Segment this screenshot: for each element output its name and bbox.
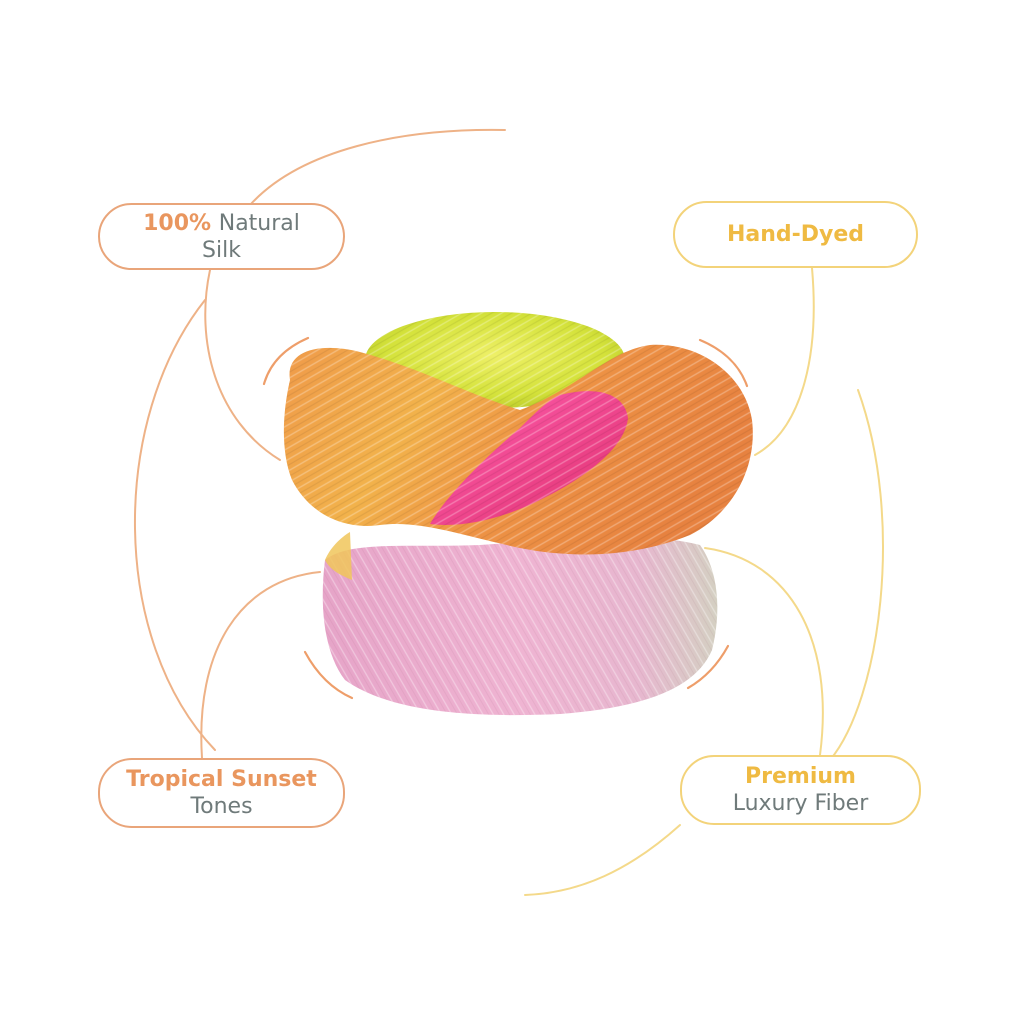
callout-silk-line1: 100% Natural (143, 210, 300, 237)
callout-tropical-line1: Tropical Sunset (126, 767, 317, 792)
callout-premium-line1: Premium (745, 764, 856, 789)
connector-tropical (200, 571, 321, 759)
callout-tropical-line2: Tones (190, 794, 253, 819)
callout-silk-accent: 100% (143, 210, 212, 236)
yarn-skein-illustration (283, 312, 753, 716)
callout-tropical-sunset: Tropical Sunset Tones (98, 758, 345, 828)
connector-bottom-arc (524, 824, 681, 896)
callout-silk-rest: Natural (218, 210, 300, 236)
connector-right-long (829, 389, 884, 761)
motion-marks (262, 336, 749, 700)
connector-silk (204, 269, 281, 461)
connector-dyed (754, 267, 815, 456)
callout-premium-fiber: Premium Luxury Fiber (680, 755, 921, 825)
connector-top-arc (249, 128, 506, 206)
callout-dyed-line1: Hand-Dyed (726, 222, 865, 247)
callout-silk-line2: Silk (202, 237, 241, 263)
callout-premium-line2: Luxury Fiber (732, 791, 869, 816)
callout-hand-dyed: Hand-Dyed (673, 201, 918, 268)
connector-premium (704, 547, 824, 756)
callout-natural-silk: 100% Natural Silk (98, 203, 345, 270)
connector-left-long (133, 299, 216, 751)
connector-lines (133, 128, 884, 896)
